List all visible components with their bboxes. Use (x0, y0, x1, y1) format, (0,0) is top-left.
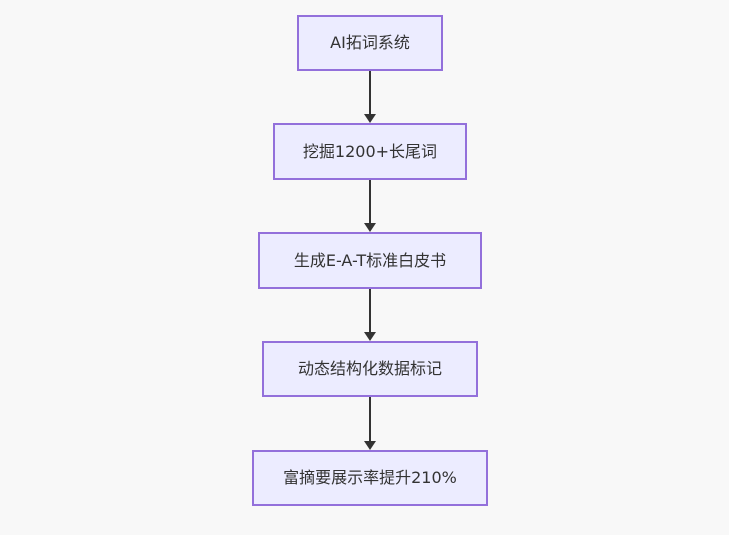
flow-node-longtail-mining: 挖掘1200+长尾词 (273, 123, 467, 180)
node-label: 挖掘1200+长尾词 (302, 141, 438, 161)
arrow-line (369, 289, 371, 332)
node-label: AI拓词系统 (330, 33, 410, 53)
arrowhead-icon (364, 441, 376, 450)
flow-node-eat-whitepaper: 生成E-A-T标准白皮书 (258, 232, 482, 289)
arrowhead-icon (364, 332, 376, 341)
arrow-line (369, 71, 371, 114)
arrow-line (369, 180, 371, 223)
arrowhead-icon (364, 114, 376, 123)
arrow-down-icon (364, 397, 376, 450)
node-label: 生成E-A-T标准白皮书 (293, 250, 447, 270)
arrowhead-icon (364, 223, 376, 232)
arrow-down-icon (364, 180, 376, 232)
flow-node-structured-data: 动态结构化数据标记 (262, 341, 478, 397)
node-label: 富摘要展示率提升210% (283, 468, 457, 488)
node-label: 动态结构化数据标记 (297, 359, 442, 379)
arrow-line (369, 397, 371, 441)
arrow-down-icon (364, 289, 376, 341)
arrow-down-icon (364, 71, 376, 123)
flow-node-ai-word-system: AI拓词系统 (297, 15, 443, 71)
flow-node-rich-snippet-result: 富摘要展示率提升210% (252, 450, 488, 506)
